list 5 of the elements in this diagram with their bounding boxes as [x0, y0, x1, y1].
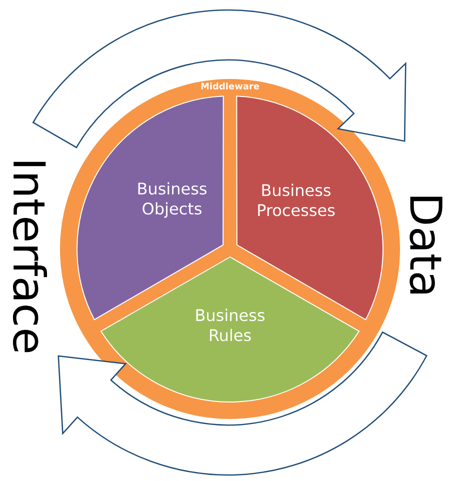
block-arrow	[32, 9, 406, 148]
side-label: Data	[410, 196, 442, 294]
pie-sector: Business Rules	[100, 256, 360, 402]
block-arrow	[58, 332, 428, 476]
side-label: Interface	[12, 162, 48, 352]
